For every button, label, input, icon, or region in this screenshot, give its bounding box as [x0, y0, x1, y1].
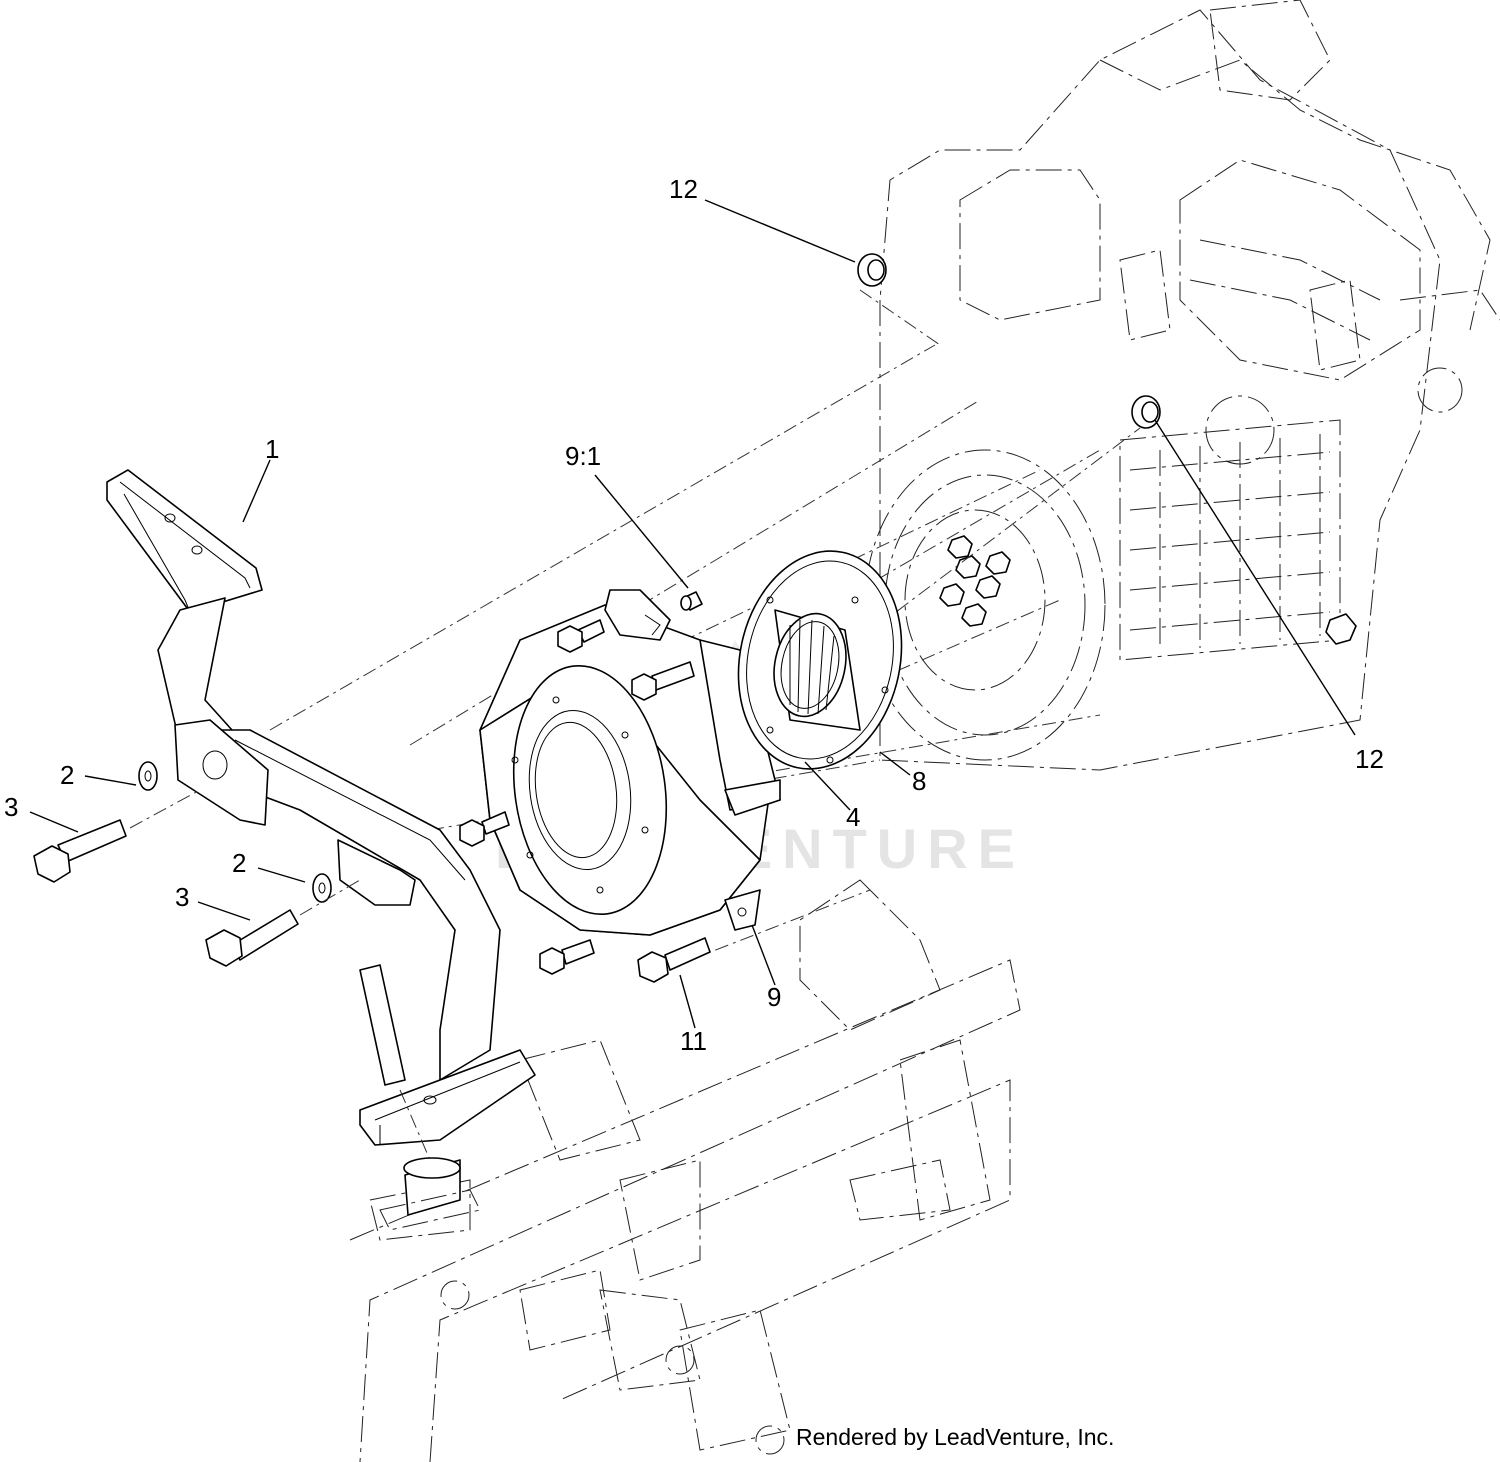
- callout-9-1: 9:1: [565, 441, 601, 471]
- callout-9: 9: [767, 982, 781, 1012]
- callout-8: 8: [912, 766, 926, 796]
- callout-11: 11: [680, 1026, 707, 1056]
- render-credit: Rendered by LeadVenture, Inc.: [796, 1424, 1115, 1450]
- pin-9-1: [680, 591, 703, 611]
- bolt-3-upper: [33, 819, 127, 883]
- flywheel-bolts: [939, 535, 1011, 627]
- part-1-mount-bracket: [106, 469, 536, 1231]
- callout-4: 4: [846, 802, 860, 832]
- callout-3-lower: 3: [175, 882, 189, 912]
- callout-12-lower: 12: [1355, 744, 1384, 774]
- washer-2-upper: [138, 761, 158, 791]
- frame-phantom: [349, 879, 1021, 1462]
- callout-12-upper: 12: [669, 174, 698, 204]
- engine-phantom: [864, 0, 1500, 771]
- nut-12-lower: [1131, 395, 1161, 429]
- part-8-coupler: [737, 550, 903, 770]
- bolt-11: [637, 937, 711, 983]
- washer-2-lower: [312, 873, 332, 903]
- callout-1: 1: [265, 434, 279, 464]
- leader-lines: [29, 199, 1356, 1029]
- bolt-3-lower: [205, 909, 299, 967]
- callout-3-upper: 3: [4, 792, 18, 822]
- callout-2-lower: 2: [232, 848, 246, 878]
- engine-mount-nut: [1325, 613, 1357, 645]
- callout-2-upper: 2: [60, 760, 74, 790]
- part-9-housing: [479, 589, 781, 936]
- nut-12-upper: [857, 253, 887, 287]
